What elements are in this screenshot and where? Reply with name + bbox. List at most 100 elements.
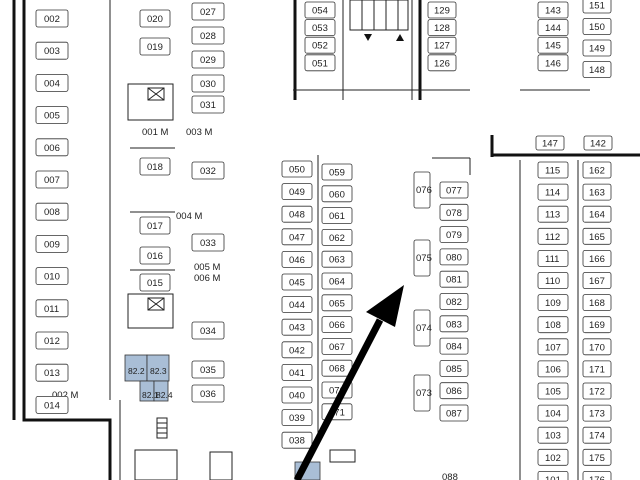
parking-space-035: 035 [191,360,225,379]
parking-space-151: 151 [582,0,612,14]
space-label: 086 [446,386,462,397]
parking-space-104: 104 [537,404,569,422]
space-label: 162 [589,166,605,177]
parking-space-174: 174 [582,426,612,444]
space-label: 063 [329,255,345,266]
space-label: 074 [416,323,432,334]
parking-space-102: 102 [537,448,569,466]
space-label: 070 [329,386,345,397]
space-label: 051 [312,58,328,69]
parking-space-078: 078 [439,203,469,221]
parking-spaces: 0020030040050060070080090100110120130140… [35,0,613,480]
space-label: 171 [589,364,605,375]
parking-space-107: 107 [537,338,569,356]
space-label: 165 [589,232,605,243]
space-label: 033 [200,238,216,249]
parking-space-175: 175 [582,448,612,466]
parking-space-163: 163 [582,183,612,201]
space-label: 148 [589,65,605,76]
parking-space-111: 111 [537,249,569,267]
parking-space-109: 109 [537,294,569,312]
space-label: 012 [44,336,60,347]
parking-space-029: 029 [191,50,225,69]
parking-space-145: 145 [537,36,569,54]
stairs-bottom [134,417,356,480]
parking-space-043: 043 [281,318,313,336]
parking-space-038: 038 [281,431,313,449]
label-004m: 004 M [176,211,202,222]
space-label: 163 [589,188,605,199]
parking-space-046: 046 [281,250,313,268]
parking-space-149: 149 [582,39,612,57]
parking-space-006: 006 [35,138,69,157]
space-label: 029 [200,55,216,66]
parking-space-041: 041 [281,363,313,381]
space-label: 050 [289,165,305,176]
parking-space-167: 167 [582,272,612,289]
space-label: 110 [545,276,560,287]
space-label: 101 [545,475,561,480]
parking-space-053: 053 [304,19,336,37]
parking-space-047: 047 [281,228,313,246]
space-label: 150 [589,22,605,33]
ramp-block [349,0,409,41]
parking-space-016: 016 [139,246,171,265]
space-label: 083 [446,319,462,330]
space-label: 047 [289,232,305,243]
space-label: 145 [545,41,561,52]
parking-space-009: 009 [35,234,69,253]
space-label: 113 [545,210,560,221]
parking-space-173: 173 [582,404,612,422]
space-label: 027 [200,7,216,18]
blue-label-1: 82.2 [128,366,145,376]
space-label: 067 [329,342,345,353]
parking-space-012: 012 [35,331,69,350]
space-label: 064 [329,277,345,288]
parking-space-063: 063 [321,250,353,268]
space-label: 015 [147,278,163,289]
parking-space-061: 061 [321,207,353,225]
space-label: 007 [44,175,60,186]
space-label: 084 [446,342,462,353]
space-label: 053 [312,23,328,34]
parking-space-045: 045 [281,273,313,291]
space-label: 176 [589,475,605,480]
utility-rooms [127,83,174,329]
parking-space-103: 103 [537,426,569,444]
space-label: 173 [589,409,605,420]
space-label: 108 [545,320,561,331]
parking-space-049: 049 [281,183,313,201]
space-label: 128 [434,23,450,34]
parking-space-019: 019 [139,37,171,56]
space-label: 151 [589,1,605,12]
space-label: 068 [329,364,345,375]
space-label: 103 [545,431,561,442]
parking-space-114: 114 [537,183,569,201]
space-label: 016 [147,251,163,262]
space-label: 129 [434,6,450,17]
space-label: 019 [147,42,163,53]
space-label: 009 [44,239,60,250]
space-label: 004 [44,78,60,89]
parking-space-034: 034 [191,321,225,340]
space-label: 144 [545,23,561,34]
parking-space-008: 008 [35,202,69,221]
parking-space-044: 044 [281,296,313,314]
space-label: 167 [589,276,605,287]
space-label: 170 [589,342,605,353]
space-label: 066 [329,320,345,331]
parking-space-170: 170 [582,338,612,356]
space-label: 042 [289,345,305,356]
space-label: 062 [329,233,345,244]
space-label: 109 [545,298,561,309]
space-label: 112 [545,232,560,243]
parking-space-126: 126 [427,54,457,72]
space-label: 073 [416,388,432,399]
direction-arrow [293,285,404,480]
blue-storage: 82.2 82.3 82.1 82.4 [124,354,321,480]
space-label: 174 [589,431,605,442]
parking-space-171: 171 [582,360,612,378]
space-label: 017 [147,221,163,232]
space-label: 005 [44,111,60,122]
